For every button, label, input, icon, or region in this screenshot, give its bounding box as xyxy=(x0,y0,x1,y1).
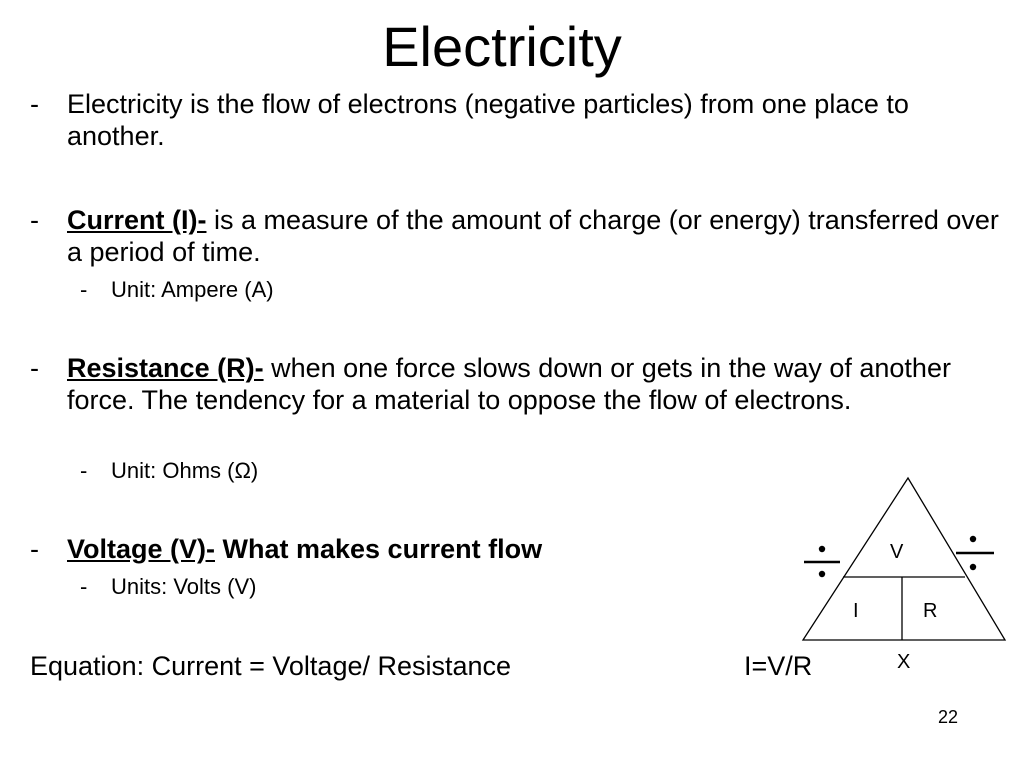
term-current: Current (I)- xyxy=(67,205,207,235)
triangle-label-top: V xyxy=(890,541,904,563)
slide-title: Electricity xyxy=(382,15,622,78)
equation-text: Equation: Current = Voltage/ Resistance xyxy=(30,651,512,681)
bullet-dash: - xyxy=(30,353,39,383)
sub-bullet-text: Units: Volts (V) xyxy=(111,574,257,599)
sub-bullet-dash: - xyxy=(80,277,88,302)
divide-icon xyxy=(804,545,840,578)
triangle-label-bottom-left: I xyxy=(853,600,859,622)
bullet-dash: - xyxy=(30,205,39,235)
bullet-current: - Current (I)- is a measure of the amoun… xyxy=(30,204,1005,268)
sub-bullet-text: Unit: Ohms (Ω) xyxy=(111,458,259,483)
sub-bullet-resistance-unit: - Unit: Ohms (Ω) xyxy=(80,458,258,484)
sub-bullet-text: Unit: Ampere (A) xyxy=(111,277,274,302)
bullet-text: What makes current flow xyxy=(215,534,543,564)
bullet-text: when one force slows down or gets in the… xyxy=(67,353,951,415)
bullet-dash: - xyxy=(30,89,39,119)
equation-formula: I=V/R xyxy=(744,651,813,681)
sub-bullet-dash: - xyxy=(80,458,88,483)
triangle-label-bottom-right: R xyxy=(923,600,938,622)
bullet-text: is a measure of the amount of charge (or… xyxy=(67,205,999,267)
page-number: 22 xyxy=(938,707,959,727)
bullet-voltage: - Voltage (V)- What makes current flow xyxy=(30,533,730,565)
sub-bullet-dash: - xyxy=(80,574,88,599)
divide-icon xyxy=(956,535,994,571)
sub-bullet-current-unit: - Unit: Ampere (A) xyxy=(80,277,274,303)
term-resistance: Resistance (R)- xyxy=(67,353,264,383)
bullet-resistance: - Resistance (R)- when one force slows d… xyxy=(30,352,1005,416)
bullet-electricity: - Electricity is the flow of electrons (… xyxy=(30,88,1005,152)
sub-bullet-voltage-unit: - Units: Volts (V) xyxy=(80,574,256,600)
triangle-label-below: X xyxy=(897,651,911,673)
ohms-law-triangle xyxy=(801,476,1007,641)
triangle-outline xyxy=(801,476,1007,641)
term-voltage: Voltage (V)- xyxy=(67,534,215,564)
bullet-text: Electricity is the flow of electrons (ne… xyxy=(67,89,909,151)
bullet-dash: - xyxy=(30,534,39,564)
